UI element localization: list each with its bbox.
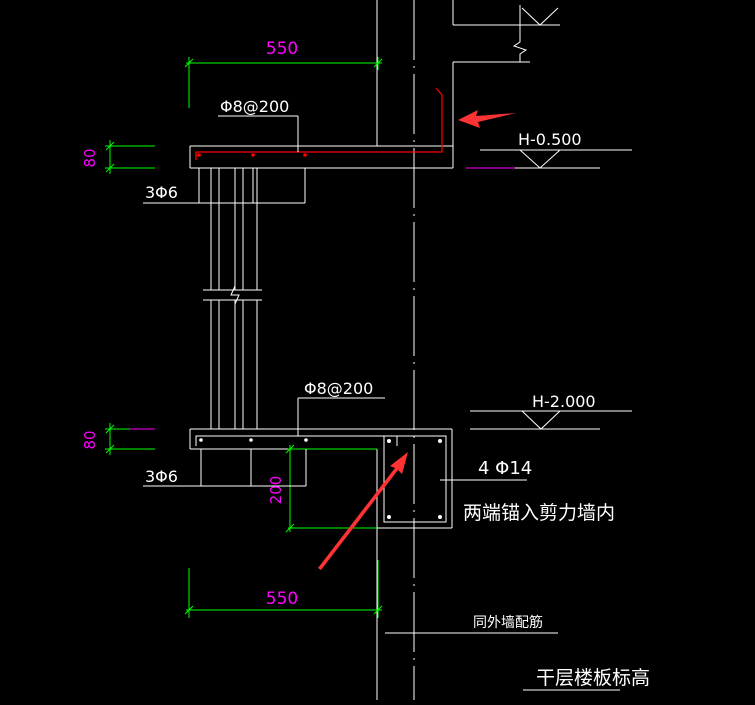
bottom-slab-thickness: 80	[81, 430, 99, 449]
top-level-label: H-0.500	[518, 130, 582, 149]
anchor-note: 两端锚入剪力墙内	[463, 502, 615, 524]
bottom-stirrup-label: Φ8@200	[304, 379, 373, 398]
wall-note: 同外墙配筋	[473, 614, 543, 631]
bottom-slab-rebar	[195, 435, 447, 523]
bottom-width-dimension: 550	[266, 589, 298, 609]
bottom-level-label: H-2.000	[532, 392, 596, 411]
top-dist-bar-dots	[197, 153, 307, 157]
leader-lines	[143, 115, 632, 691]
bottom-dist-bars-label: 3Φ6	[145, 467, 178, 486]
floor-note: 干层楼板标高	[536, 667, 650, 689]
arrow-icon	[458, 110, 516, 128]
level-markers	[468, 7, 600, 430]
support-post	[203, 168, 262, 429]
top-slab	[189, 145, 454, 169]
dimension-lines	[105, 57, 383, 618]
beam-depth-dimension: 200	[267, 476, 285, 505]
bottom-slab	[189, 428, 453, 529]
top-slab-thickness: 80	[81, 148, 99, 167]
arrow-icon	[318, 452, 408, 570]
top-slab-rebar	[195, 87, 443, 160]
top-stirrup-label: Φ8@200	[220, 97, 289, 116]
beam-bars-label: 4 Φ14	[478, 458, 532, 479]
bottom-dist-bar-dots	[199, 438, 442, 519]
shear-wall	[376, 0, 560, 700]
top-width-dimension: 550	[266, 39, 298, 59]
top-dist-bars-label: 3Φ6	[145, 183, 178, 202]
